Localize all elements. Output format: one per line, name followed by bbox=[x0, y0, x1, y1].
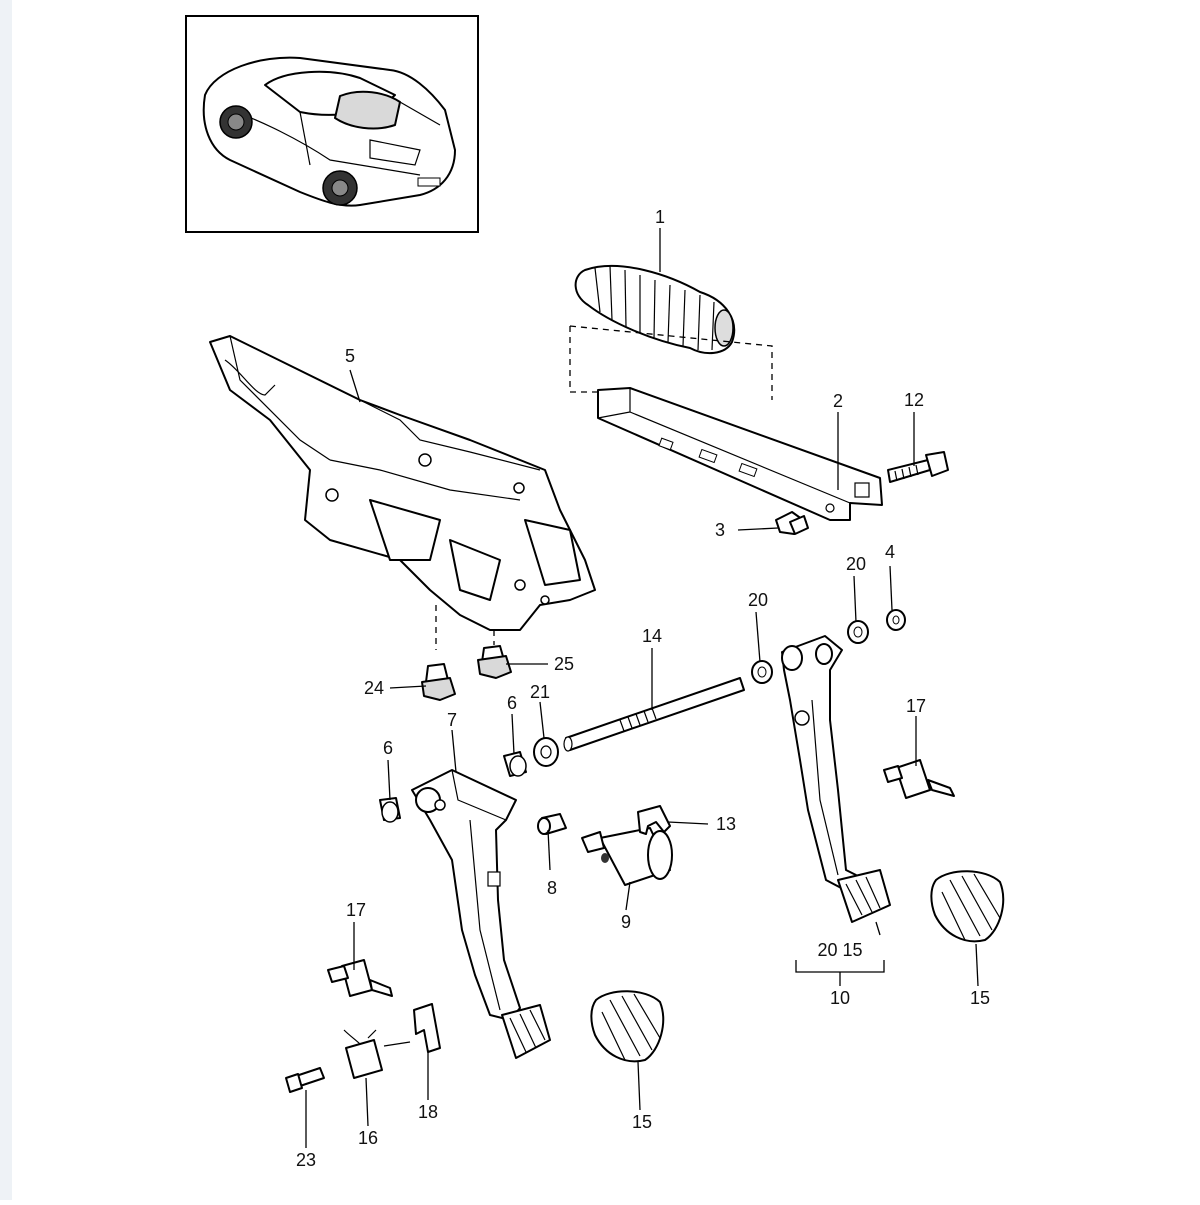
bushing-6b bbox=[379, 797, 401, 823]
callout-5: 5 bbox=[345, 346, 355, 366]
callout-20b: 20 bbox=[846, 554, 866, 574]
callout-14: 14 bbox=[642, 626, 662, 646]
car-illustration bbox=[202, 56, 456, 207]
nut-25 bbox=[477, 645, 512, 679]
callout-8: 8 bbox=[547, 878, 557, 898]
callout-15b: 15 bbox=[632, 1112, 652, 1132]
spring-cylinder-9 bbox=[581, 827, 673, 886]
callout-3: 3 bbox=[715, 520, 725, 540]
clutch-pedal bbox=[411, 769, 551, 1059]
callout-21: 21 bbox=[530, 682, 550, 702]
callout-13: 13 bbox=[716, 814, 736, 834]
bracket-18 bbox=[383, 1003, 441, 1053]
bushing-20b bbox=[847, 620, 869, 644]
bushing-20a bbox=[751, 660, 773, 684]
switch-body-16 bbox=[343, 1029, 383, 1079]
pushrod-bracket bbox=[597, 387, 883, 521]
callout-9: 9 bbox=[621, 912, 631, 932]
callout-6b: 6 bbox=[383, 738, 393, 758]
pivot-shaft bbox=[563, 677, 745, 752]
callout-10: 10 bbox=[830, 988, 850, 1008]
callout-18: 18 bbox=[418, 1102, 438, 1122]
callout-10-group: 20 15 bbox=[817, 940, 862, 960]
switch-17b bbox=[327, 959, 393, 997]
bellows-boot bbox=[574, 264, 736, 355]
nut-21 bbox=[533, 737, 559, 767]
bolt-23 bbox=[285, 1067, 325, 1093]
callout-16: 16 bbox=[358, 1128, 378, 1148]
pedal-pad-15a bbox=[930, 870, 1005, 943]
callout-6a: 6 bbox=[507, 693, 517, 713]
callout-20a: 20 bbox=[748, 590, 768, 610]
callout-23: 23 bbox=[296, 1150, 316, 1170]
pedal-pad-15b bbox=[590, 990, 665, 1063]
callout-12: 12 bbox=[904, 390, 924, 410]
clip-13 bbox=[637, 805, 671, 835]
callout-4: 4 bbox=[885, 542, 895, 562]
callout-24: 24 bbox=[364, 678, 384, 698]
pedal-support-bracket bbox=[209, 335, 596, 631]
callout-15a: 15 bbox=[970, 988, 990, 1008]
callout-17b: 17 bbox=[346, 900, 366, 920]
nut-4 bbox=[886, 609, 906, 631]
callout-7: 7 bbox=[447, 710, 457, 730]
bushing-6a bbox=[503, 751, 527, 777]
callout-2: 2 bbox=[833, 391, 843, 411]
callout-1: 1 bbox=[655, 207, 665, 227]
bolt-12 bbox=[887, 451, 949, 483]
vehicle-inset bbox=[185, 15, 479, 233]
pin-8 bbox=[537, 813, 567, 835]
nut-24 bbox=[421, 663, 456, 701]
callout-17a: 17 bbox=[906, 696, 926, 716]
brake-pedal bbox=[781, 635, 891, 923]
bolt-3 bbox=[775, 511, 809, 535]
switch-17a bbox=[883, 759, 955, 799]
callouts: 1 2 3 4 5 6 6 7 8 9 10 20 15 12 13 14 15… bbox=[296, 207, 990, 1170]
callout-25: 25 bbox=[554, 654, 574, 674]
page-edge bbox=[0, 0, 12, 1200]
leader-lines bbox=[305, 228, 979, 1148]
